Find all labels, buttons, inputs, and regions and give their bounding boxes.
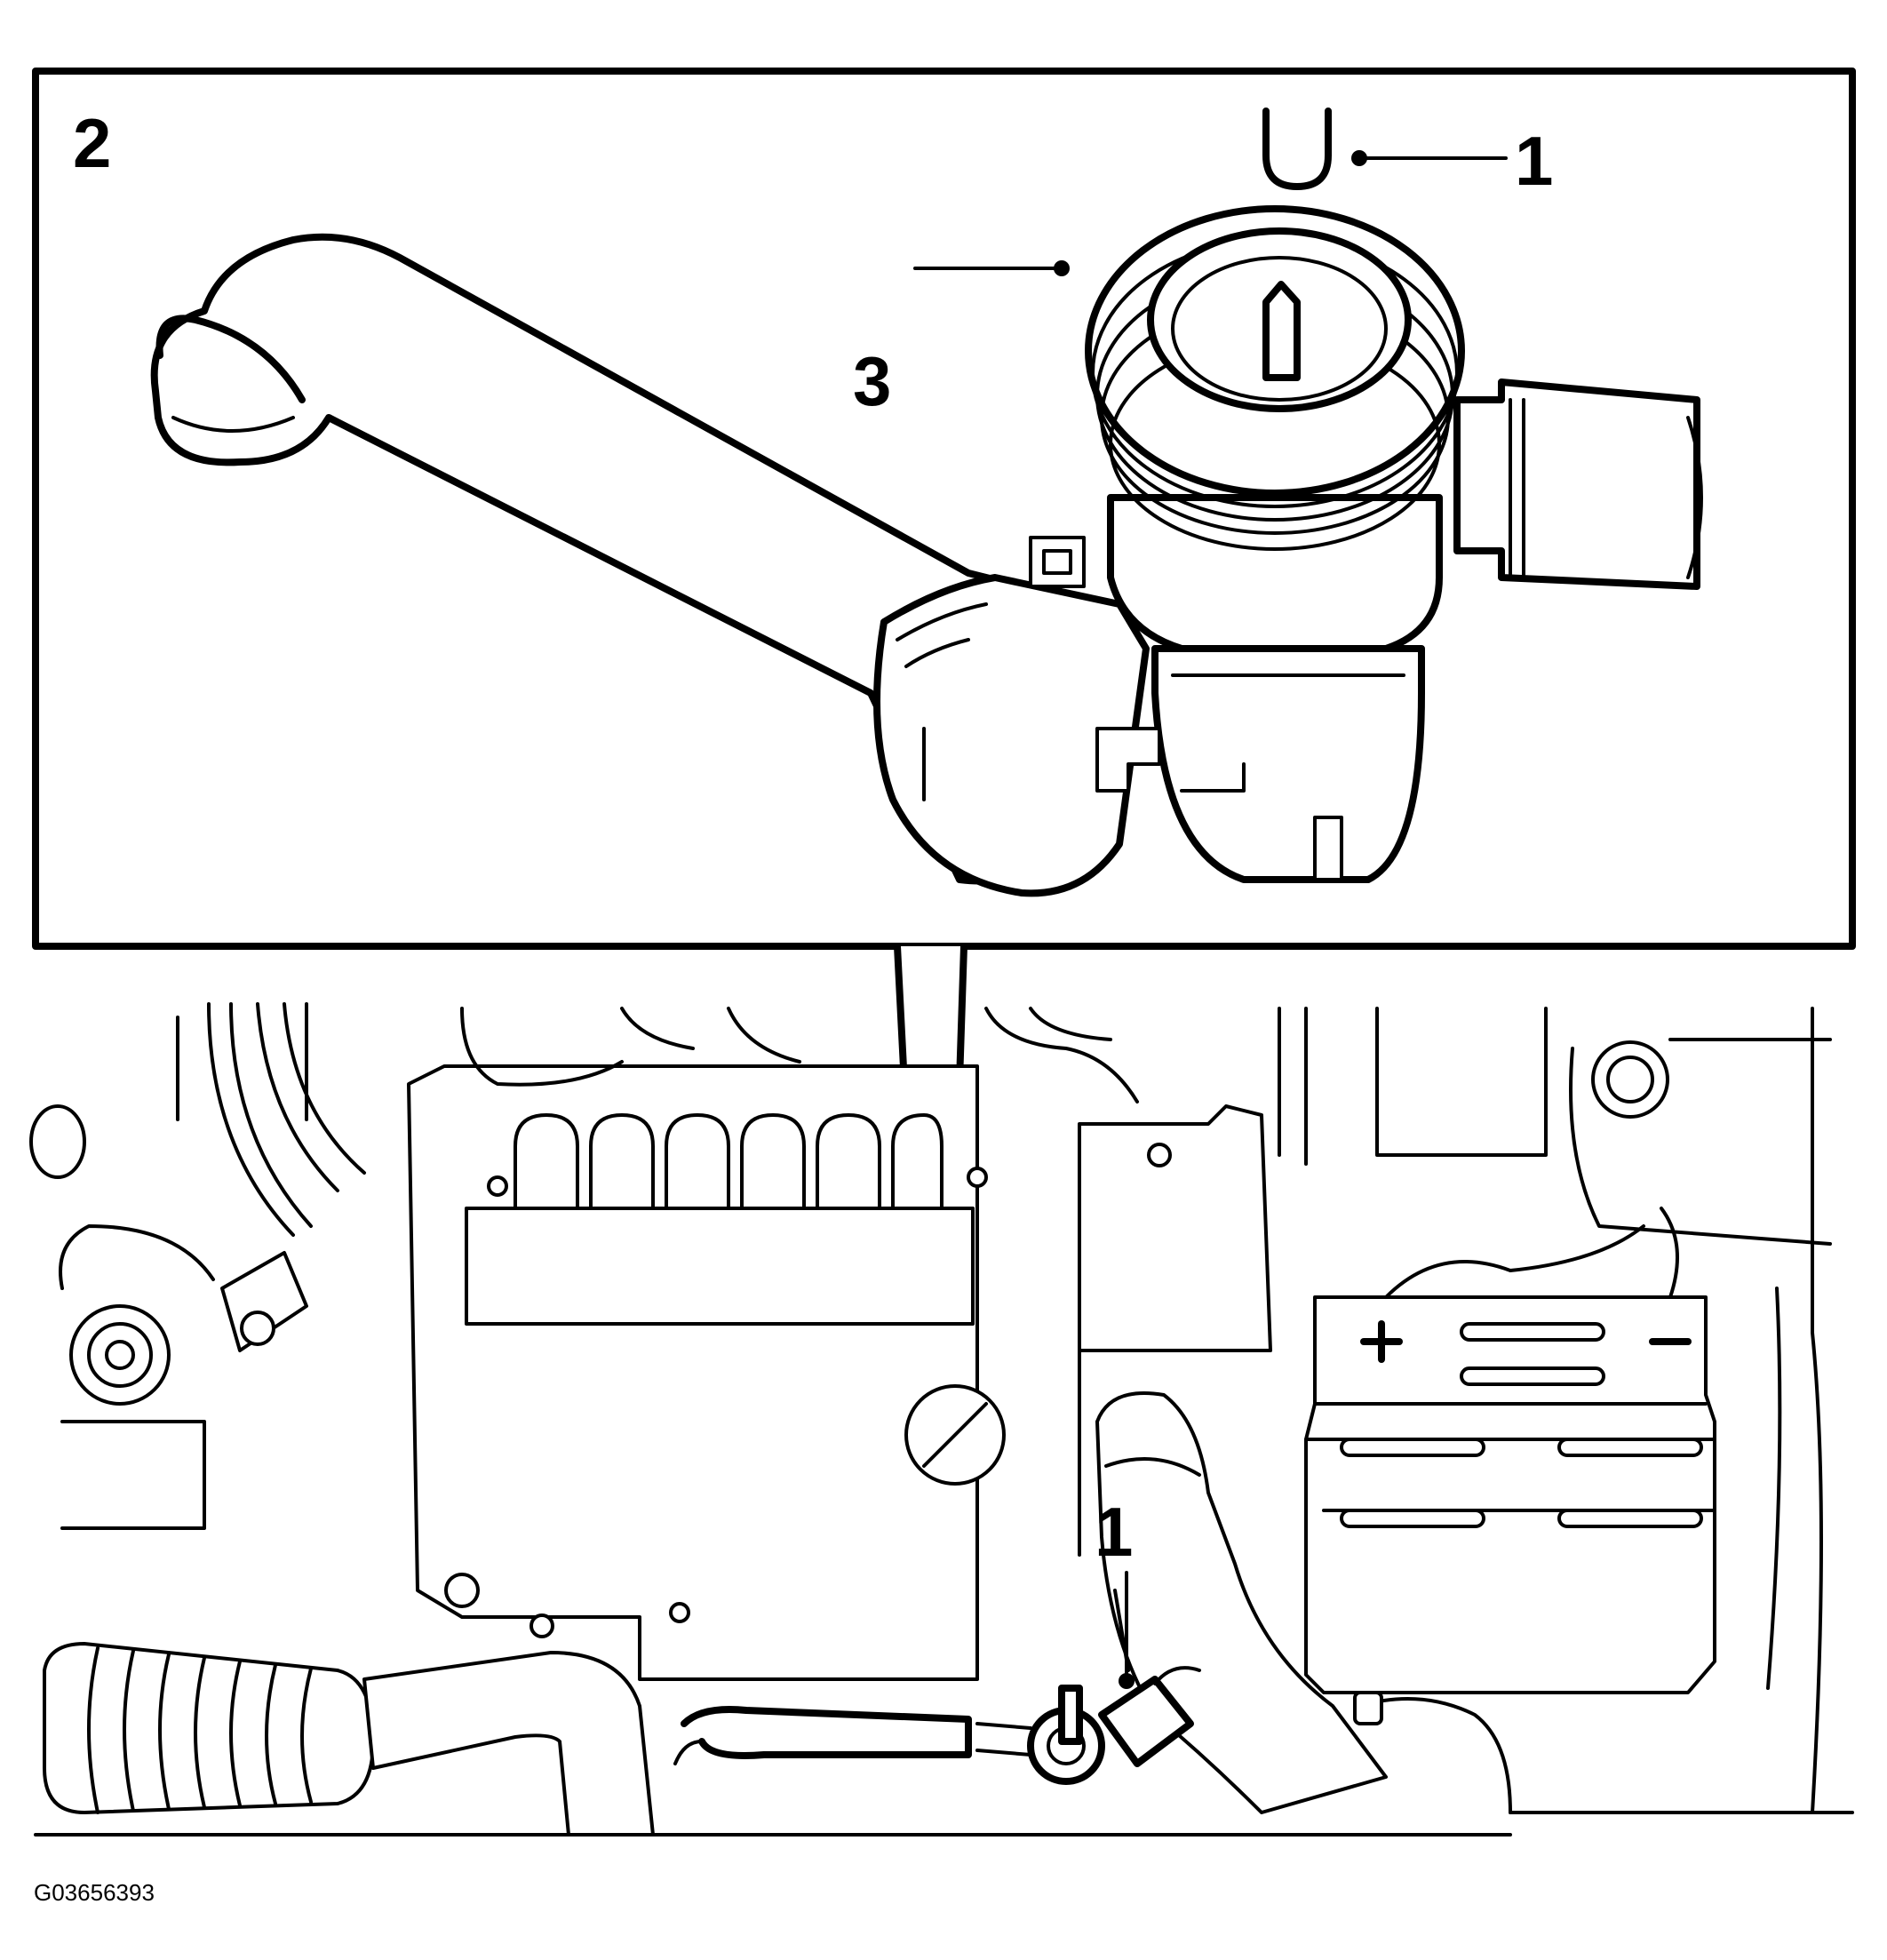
callout-inset: 2: [73, 104, 112, 182]
callout-clip: 1: [1515, 122, 1554, 200]
leader-clip: [1351, 150, 1508, 166]
leader-location: [1119, 1571, 1135, 1689]
engine-bay-overview: [29, 1002, 1854, 1837]
vent-valve-body: [1085, 205, 1703, 883]
vent-hose: [150, 233, 1150, 897]
figure-id: G03656393: [34, 1879, 155, 1906]
retaining-clip: [1262, 108, 1332, 190]
leader-valve: [913, 260, 1070, 276]
callout-valve: 3: [853, 342, 892, 420]
callout-location: 1: [1095, 1493, 1134, 1571]
